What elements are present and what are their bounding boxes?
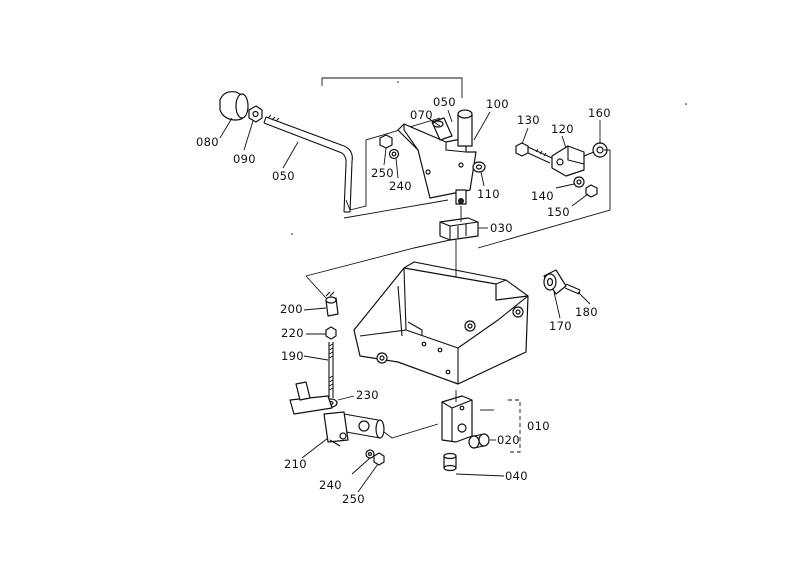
- callout-140: 140: [531, 189, 554, 203]
- callout-050-lever: 050: [272, 169, 295, 183]
- callout-250-lower: 250: [342, 492, 365, 506]
- rod-end-160: [583, 142, 608, 158]
- callout-200: 200: [280, 302, 303, 316]
- washer-140: [573, 176, 585, 188]
- callout-080: 080: [196, 135, 219, 149]
- shift-knob: [219, 91, 249, 121]
- callout-180: 180: [575, 305, 598, 319]
- washer-240-lower: [365, 449, 375, 459]
- callout-170: 170: [549, 319, 572, 333]
- bushing-020: [468, 433, 490, 449]
- knob-nut: [248, 105, 263, 123]
- callout-250-upper: 250: [371, 166, 394, 180]
- callout-240-lower: 240: [319, 478, 342, 492]
- callout-100: 100: [486, 97, 509, 111]
- speck: [685, 103, 687, 105]
- callout-160: 160: [588, 106, 611, 120]
- callout-130: 130: [517, 113, 540, 127]
- callout-120: 120: [551, 122, 574, 136]
- callout-150: 150: [547, 205, 570, 219]
- nut-250-upper: [379, 134, 393, 149]
- bracket-010: [441, 395, 473, 443]
- callout-070: 070: [410, 108, 433, 122]
- shift-lever-rod: [263, 114, 353, 213]
- lever-bracket: [397, 123, 477, 199]
- bushing-110: [472, 161, 486, 173]
- callout-030: 030: [490, 221, 513, 235]
- bushing-170: [543, 269, 567, 295]
- callout-220: 220: [281, 326, 304, 340]
- lever-tab-hole: [458, 198, 464, 204]
- callout-050-pin: 050: [433, 95, 456, 109]
- main-frame: [353, 261, 529, 385]
- callout-010: 010: [527, 419, 550, 433]
- callout-040: 040: [505, 469, 528, 483]
- nut-220: [325, 326, 337, 340]
- bolt-040: [443, 452, 457, 472]
- callout-210: 210: [284, 457, 307, 471]
- pin-180: [564, 283, 581, 295]
- leader-lines: [219, 109, 601, 493]
- lower-lever-210: [289, 381, 385, 447]
- lever-pivot-pin: [457, 109, 473, 147]
- callout-110: 110: [477, 187, 500, 201]
- callout-190: 190: [281, 349, 304, 363]
- nut-150: [585, 184, 598, 198]
- rod-end-200: [325, 291, 339, 317]
- nut-250-lower: [373, 452, 385, 466]
- callout-090: 090: [233, 152, 256, 166]
- callout-230: 230: [356, 388, 379, 402]
- yoke-120: [551, 145, 585, 177]
- callout-labels: 080 090 050 070 050 100 250 240 110 130 …: [196, 95, 611, 506]
- bolt-130: [515, 142, 553, 164]
- washer-240-upper: [388, 148, 400, 160]
- callout-240-upper: 240: [389, 179, 412, 193]
- rod-190: [328, 342, 334, 398]
- callout-020: 020: [497, 433, 520, 447]
- speck: [291, 233, 293, 235]
- speck: [397, 81, 399, 83]
- group-bracket-010: [508, 399, 521, 453]
- block-030: [439, 217, 479, 241]
